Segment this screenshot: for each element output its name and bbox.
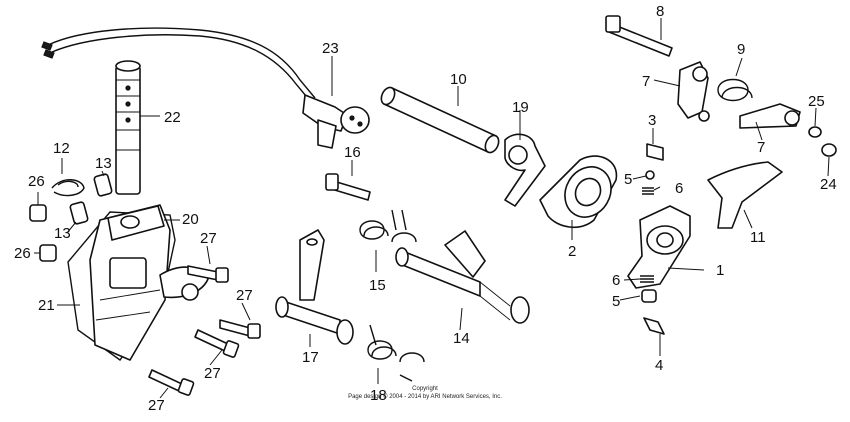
label-part-8: 8	[656, 3, 664, 20]
lever-assembly-drawing	[605, 15, 837, 335]
label-part-6-lower: 6	[612, 272, 620, 289]
label-part-27-a: 27	[200, 230, 217, 247]
label-part-7-right: 7	[757, 139, 765, 156]
label-part-12: 12	[53, 140, 70, 157]
copyright-line-1: Copyright	[412, 386, 438, 392]
label-part-13-upper: 13	[95, 155, 112, 172]
label-part-5-upper: 5	[624, 171, 632, 188]
callout-lines	[34, 18, 830, 399]
copyright-line-2: Page design © 2004 - 2014 by ARI Network…	[348, 393, 502, 400]
label-part-27-d: 27	[148, 397, 165, 414]
label-part-22: 22	[164, 109, 181, 126]
label-part-16: 16	[344, 144, 361, 161]
label-part-13-lower: 13	[54, 225, 71, 242]
part-labels: 1 2 3 4 5 5 6 6 7 7 8 9 10 11 12 13 13 1…	[14, 3, 837, 414]
label-part-3: 3	[648, 112, 656, 129]
label-part-9: 9	[737, 41, 745, 58]
shift-arm-drawing	[275, 173, 425, 382]
label-part-23: 23	[322, 40, 339, 57]
label-part-19: 19	[512, 99, 529, 116]
label-part-2: 2	[568, 243, 576, 260]
label-part-4: 4	[655, 357, 663, 374]
label-part-25: 25	[808, 93, 825, 110]
label-part-18: 18	[370, 387, 387, 404]
label-part-27-b: 27	[236, 287, 253, 304]
label-part-7-left: 7	[642, 73, 650, 90]
sensor-assembly-drawing	[41, 27, 370, 195]
label-part-17: 17	[302, 349, 319, 366]
label-part-5-lower: 5	[612, 293, 620, 310]
label-part-27-c: 27	[204, 365, 221, 382]
copyright-notice: Copyright Page design © 2004 - 2014 by A…	[348, 386, 502, 400]
label-part-6-upper: 6	[675, 180, 683, 197]
label-part-21: 21	[38, 297, 55, 314]
label-part-20: 20	[182, 211, 199, 228]
label-part-26-upper: 26	[28, 173, 45, 190]
label-part-11: 11	[750, 229, 766, 246]
drum-and-shaft-drawing	[380, 86, 618, 324]
bolts-drawing	[148, 265, 261, 396]
label-part-24: 24	[820, 176, 837, 193]
label-part-1: 1	[716, 262, 724, 279]
label-part-26-lower: 26	[14, 245, 31, 262]
label-part-15: 15	[369, 277, 386, 294]
housing-drawing	[67, 204, 209, 361]
label-part-10: 10	[450, 71, 467, 88]
label-part-14: 14	[453, 330, 470, 347]
